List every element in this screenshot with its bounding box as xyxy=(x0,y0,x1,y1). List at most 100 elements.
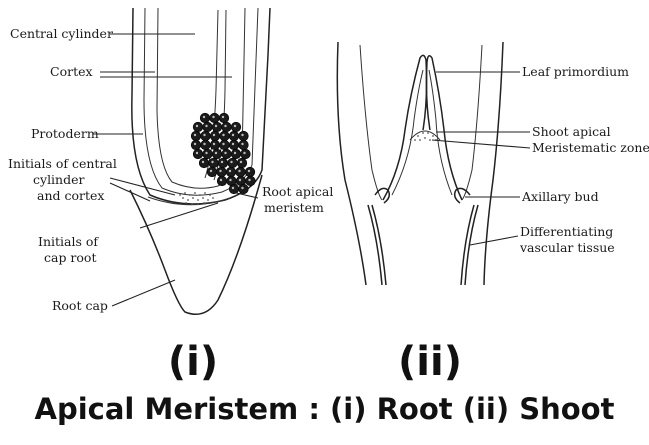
meristem-cell-nucleus xyxy=(212,133,216,137)
label-cortex: Cortex xyxy=(50,64,93,79)
meristem-cell-nucleus xyxy=(231,186,235,190)
panel-label-root: (i) xyxy=(168,339,218,385)
meristem-cell-nucleus xyxy=(241,142,244,146)
root-labels: Central cylinder Cortex Protoderm Initia… xyxy=(8,26,333,313)
meristem-cell-nucleus xyxy=(224,151,227,155)
meristem-dotted-zone xyxy=(179,192,214,205)
label-shoot-apical: Shoot apical xyxy=(532,124,611,139)
meristem-cell-nucleus xyxy=(195,151,199,155)
meristem-cell-nucleus xyxy=(209,169,213,173)
root-cap-outline xyxy=(129,174,263,315)
meristem-cell xyxy=(225,166,237,178)
label-initials-line1: Initials of central xyxy=(8,156,117,171)
meristem-cell-nucleus xyxy=(243,151,246,155)
meristem-cell xyxy=(238,130,249,142)
meristem-cell-nucleus xyxy=(222,142,225,146)
meristem-cell xyxy=(238,183,249,195)
meristem-cell-nucleus xyxy=(205,151,208,155)
meristem-cell-nucleus xyxy=(203,133,206,137)
meristem-cell-nucleus xyxy=(203,142,206,146)
panel-label-shoot: (ii) xyxy=(398,339,462,385)
label-central-cylinder: Central cylinder xyxy=(10,26,113,41)
meristem-cell-nucleus xyxy=(214,151,218,155)
meristem-cell xyxy=(209,112,220,124)
leaf-inner-left xyxy=(391,69,424,196)
meristem-cell xyxy=(211,121,223,133)
meristem-cell-nucleus xyxy=(247,169,251,173)
meristem-cell xyxy=(209,139,221,151)
meristem-cell xyxy=(200,139,211,151)
meristem-cell-nucleus xyxy=(214,124,218,128)
shoot-inner-right xyxy=(461,44,483,201)
label-cap-initials-line1: Initials of xyxy=(38,234,99,249)
meristem-cell xyxy=(206,166,218,178)
meristem-cell-nucleus xyxy=(241,133,244,137)
meristem-cell xyxy=(236,157,248,169)
label-root-apical-line1: Root apical xyxy=(262,184,333,199)
label-initials-line2: cylinder xyxy=(33,172,85,187)
leaf-inner-right xyxy=(428,69,453,196)
meristem-cell xyxy=(235,166,246,178)
root-leader-lines xyxy=(93,33,259,307)
meristem-cell-nucleus xyxy=(211,160,214,164)
shoot-outer-left xyxy=(336,41,367,286)
meristem-cell-nucleus xyxy=(193,133,197,137)
meristem-cell xyxy=(221,148,232,160)
meristem-cell xyxy=(228,130,240,142)
axillary-bud-left xyxy=(374,187,391,204)
shoot-leader-lines xyxy=(431,71,531,246)
meristem-cell-nucleus xyxy=(195,124,199,128)
meristem-cell xyxy=(216,166,227,178)
meristem-cell xyxy=(199,112,211,124)
meristem-cell xyxy=(216,175,228,187)
meristem-cell xyxy=(218,112,230,124)
cap-initials-line xyxy=(147,196,231,206)
meristem-cell xyxy=(240,148,251,160)
shoot-meristematic-dots xyxy=(414,132,437,141)
shoot-apex-dome xyxy=(409,130,441,141)
label-root-apical-line2: meristem xyxy=(264,200,324,215)
meristem-cell-nucleus xyxy=(248,178,251,182)
meristem-cell-nucleus xyxy=(201,160,205,164)
meristem-cell xyxy=(244,166,256,178)
meristem-cell xyxy=(219,139,230,151)
label-cap-initials-line2: cap root xyxy=(44,250,96,265)
label-axillary-bud: Axillary bud xyxy=(521,189,599,204)
figure-caption: Apical Meristem : (i) Root (ii) Shoot xyxy=(34,392,615,426)
shoot-drawing xyxy=(336,41,504,286)
meristem-cell-nucleus xyxy=(238,178,242,182)
meristem-cell-nucleus xyxy=(230,160,233,164)
meristem-cell xyxy=(221,121,232,133)
meristem-cell-cluster xyxy=(190,112,256,195)
meristem-cell-nucleus xyxy=(231,142,235,146)
label-meristematic-zone: Meristematic zone xyxy=(532,140,649,155)
leaf-primordium-right xyxy=(425,55,463,201)
label-leaf-primordium: Leaf primordium xyxy=(522,64,629,79)
label-protoderm: Protoderm xyxy=(31,126,99,141)
vascular-strand-right xyxy=(464,204,479,286)
meristem-cell xyxy=(245,175,256,187)
shoot-labels: Leaf primordium Shoot apical Meristemati… xyxy=(519,64,649,255)
meristem-cell xyxy=(190,130,202,142)
meristem-cell-nucleus xyxy=(229,178,232,182)
meristem-cell xyxy=(200,130,211,142)
meristem-cell-nucleus xyxy=(222,133,225,137)
label-differentiating-line1: Differentiating xyxy=(520,224,613,239)
meristem-cell-nucleus xyxy=(220,160,224,164)
meristem-cell-nucleus xyxy=(241,186,244,190)
meristem-cell xyxy=(230,121,242,133)
meristem-cell xyxy=(228,139,240,151)
label-initials-line3: and cortex xyxy=(37,188,104,203)
meristem-cell-nucleus xyxy=(233,151,237,155)
meristem-cell xyxy=(209,130,221,142)
meristem-cell-nucleus xyxy=(202,115,206,119)
label-differentiating-line2: vascular tissue xyxy=(519,240,615,255)
meristem-cell-nucleus xyxy=(228,169,232,173)
label-root-cap: Root cap xyxy=(52,298,108,313)
meristem-cell-nucleus xyxy=(205,124,208,128)
meristem-cell-nucleus xyxy=(219,169,222,173)
meristem-cell-nucleus xyxy=(233,124,237,128)
meristem-cell-nucleus xyxy=(224,124,227,128)
